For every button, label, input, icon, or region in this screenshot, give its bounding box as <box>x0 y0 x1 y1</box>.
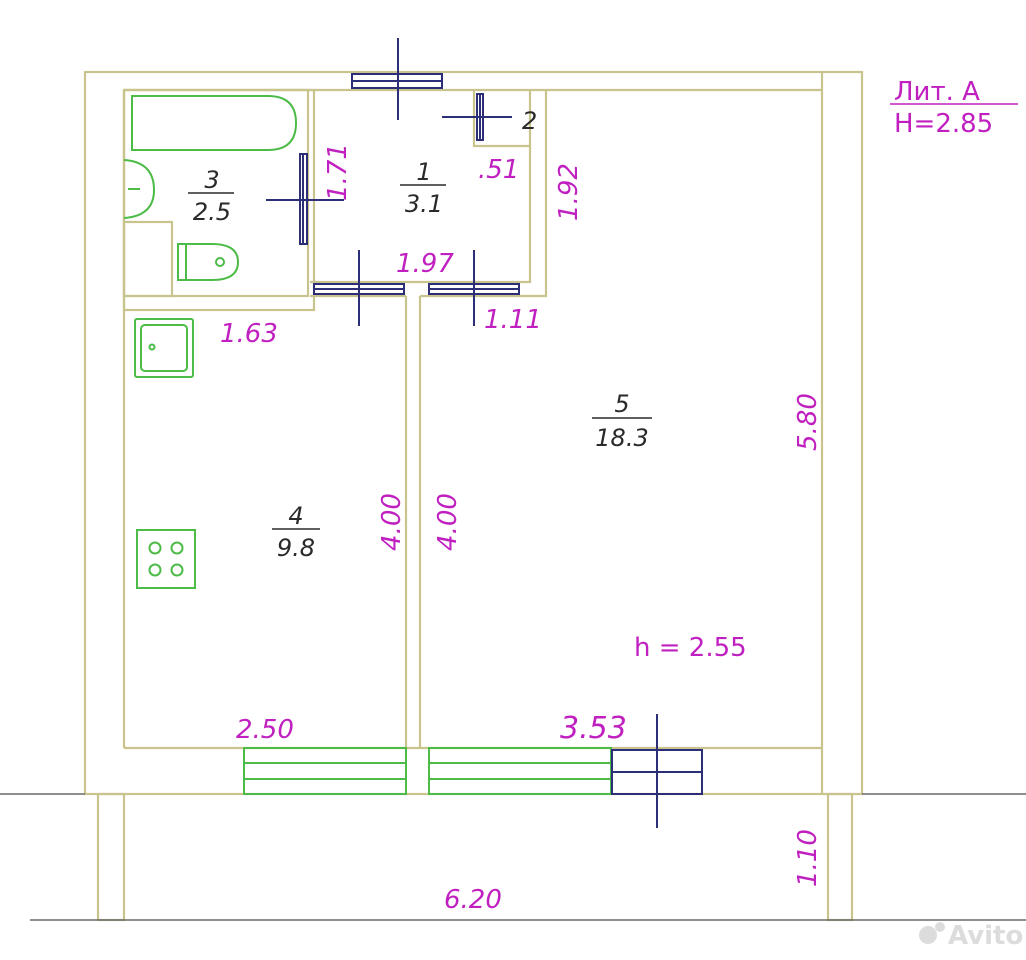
kitchen-sink-bowl <box>140 324 188 372</box>
dim-1-11: 1.11 <box>484 305 542 335</box>
ceiling-height: h = 2.55 <box>634 633 747 663</box>
doors <box>266 38 703 828</box>
bathroom-niche <box>122 220 174 298</box>
total-height-label: H=2.85 <box>894 109 993 139</box>
washbasin-icon <box>123 159 156 219</box>
closet-wall <box>472 90 530 148</box>
stove-burner <box>170 541 184 555</box>
room-labels: 3 2.5 1 3.1 2 4 9.8 5 18.3 <box>188 107 652 562</box>
dim-3-53: 3.53 <box>560 711 627 746</box>
stove-burner <box>148 563 162 577</box>
room-1-number: 1 <box>416 158 431 186</box>
closet-number: 2 <box>522 107 537 135</box>
room-5-area: 18.3 <box>595 424 648 452</box>
stove-icon <box>136 529 196 589</box>
bathtub-icon <box>131 95 298 151</box>
avito-watermark-text: Avito <box>948 921 1023 951</box>
plan-header: Лит. А H=2.85 <box>890 77 1018 139</box>
toilet-icon <box>177 243 240 281</box>
dim-2-50: 2.50 <box>236 715 294 745</box>
balcony-right-post <box>826 792 854 922</box>
kitchen-sink-drain <box>148 343 156 351</box>
room-1-area: 3.1 <box>405 190 443 218</box>
room-4-area: 9.8 <box>277 534 315 562</box>
dim-5-80: 5.80 <box>793 393 823 451</box>
dim-0-51: .51 <box>478 155 519 185</box>
dim-4-00-left: 4.00 <box>377 493 407 551</box>
room-4-number: 4 <box>288 502 303 530</box>
avito-logo-icon <box>919 926 937 944</box>
balcony-left-post <box>96 792 126 922</box>
room-3-number: 3 <box>204 166 219 194</box>
kitchen-window <box>243 747 407 795</box>
stove-burner <box>148 541 162 555</box>
lit-label: Лит. А <box>894 77 980 107</box>
avito-watermark: Avito <box>919 921 1023 951</box>
stove-burner <box>170 563 184 577</box>
dim-1-92: 1.92 <box>554 163 584 221</box>
toilet-bowl-hole <box>215 257 225 267</box>
dim-1-63: 1.63 <box>220 319 278 349</box>
room-window <box>428 747 612 795</box>
dim-1-97: 1.97 <box>396 249 454 279</box>
room-3-area: 2.5 <box>193 198 231 226</box>
dim-1-10: 1.10 <box>793 829 823 887</box>
dim-6-20: 6.20 <box>444 885 502 915</box>
room-5-number: 5 <box>614 390 629 418</box>
dimensions: 1.71 .51 1.92 1.97 1.63 1.11 5.80 4.00 4… <box>220 143 823 915</box>
fixtures <box>123 95 298 589</box>
ground-lines <box>0 793 1026 921</box>
dim-4-00-right: 4.00 <box>433 493 463 551</box>
outer-wall <box>83 70 864 796</box>
windows <box>243 747 612 795</box>
kitchen-sink-icon <box>134 318 194 378</box>
dim-1-71: 1.71 <box>323 143 353 201</box>
